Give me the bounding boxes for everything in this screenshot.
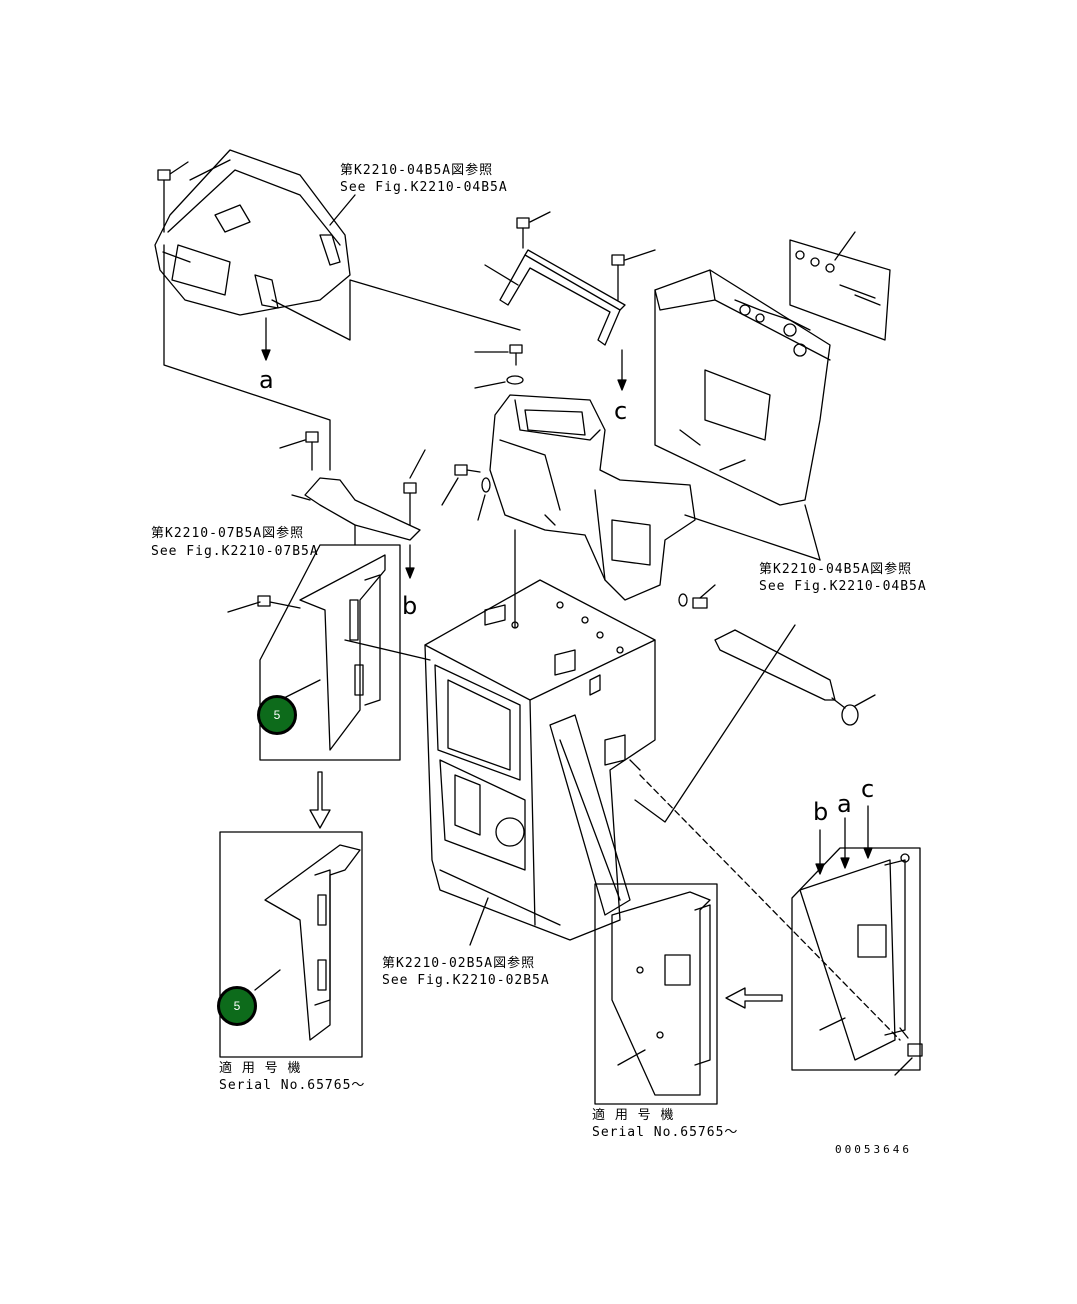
main-base-frame xyxy=(424,579,656,941)
left-bracket-plate xyxy=(304,477,421,541)
screw-duct-top-icon xyxy=(474,344,524,389)
connector-c-label: c xyxy=(614,397,628,425)
bolt-bracket-right-icon xyxy=(611,249,656,301)
ref-right-unit-jp: 第K2210-04B5A図参照 xyxy=(759,562,913,577)
connector-c2-label: c xyxy=(861,775,875,803)
applicability-right-en: Serial No.65765～ xyxy=(592,1125,739,1140)
connector-b2-label: b xyxy=(813,798,829,826)
bolt-plate-right-icon xyxy=(403,449,426,526)
ref-base-jp: 第K2210-02B5A図参照 xyxy=(382,956,536,971)
leader-small-bracket xyxy=(634,624,796,823)
connector-dashed-line xyxy=(639,774,901,1041)
right-small-bracket xyxy=(714,629,836,701)
ref-base-en: See Fig.K2210-02B5A xyxy=(382,973,550,988)
bolt-duct-left-icon xyxy=(441,464,491,521)
bolt-plate-left-icon xyxy=(279,431,319,471)
leader-top-cover xyxy=(329,194,356,226)
middle-inset-frame xyxy=(594,883,718,1105)
connector-a-line xyxy=(163,244,331,471)
leader-panel-to-frame xyxy=(344,639,431,661)
bolt-right-frame-icon xyxy=(894,1027,923,1076)
right-cover-plate xyxy=(789,231,891,341)
ref-left-plate-en: See Fig.K2210-07B5A xyxy=(151,544,319,559)
hollow-left-arrow-icon xyxy=(725,987,783,1009)
leader-base xyxy=(469,897,489,946)
applicability-right-jp: 適 用 号 機 xyxy=(592,1108,675,1123)
right-control-box xyxy=(654,269,831,506)
part-callout-5-lower[interactable]: 5 xyxy=(217,986,257,1026)
ref-top-cover-jp: 第K2210-04B5A図参照 xyxy=(340,163,494,178)
bolt-small-bracket-icon xyxy=(831,694,876,726)
hollow-down-arrow-icon xyxy=(309,771,331,829)
air-duct-assembly xyxy=(489,394,696,601)
ref-top-cover-en: See Fig.K2210-04B5A xyxy=(340,180,508,195)
connector-a-label: a xyxy=(259,366,274,394)
connector-a2-label: a xyxy=(837,790,852,818)
part-callout-5-upper[interactable]: 5 xyxy=(257,695,297,735)
bolt-duct-right-icon xyxy=(678,584,716,609)
ref-left-plate-jp: 第K2210-07B5A図参照 xyxy=(151,526,305,541)
arrow-a-icon xyxy=(261,349,271,361)
connector-line-upper xyxy=(271,279,521,341)
top-console-cover xyxy=(154,149,351,316)
applicability-left-en: Serial No.65765～ xyxy=(219,1078,366,1093)
arrow-b-icon xyxy=(405,567,415,579)
bolt-cover-top-left-icon xyxy=(157,161,189,233)
right-inset-frame xyxy=(791,847,921,1071)
bolt-bracket-left-icon xyxy=(516,211,551,249)
ref-right-unit-en: See Fig.K2210-04B5A xyxy=(759,579,927,594)
connector-b-label: b xyxy=(402,592,418,620)
drawing-number: 00053646 xyxy=(835,1143,912,1156)
bolt-side-panel-icon xyxy=(227,595,301,613)
left-inset-frame-lower xyxy=(219,831,363,1058)
arrow-c-icon xyxy=(617,379,627,391)
upper-bracket xyxy=(499,249,626,346)
applicability-left-jp: 適 用 号 機 xyxy=(219,1061,302,1076)
arrows-a-b-c-icon xyxy=(815,805,873,875)
